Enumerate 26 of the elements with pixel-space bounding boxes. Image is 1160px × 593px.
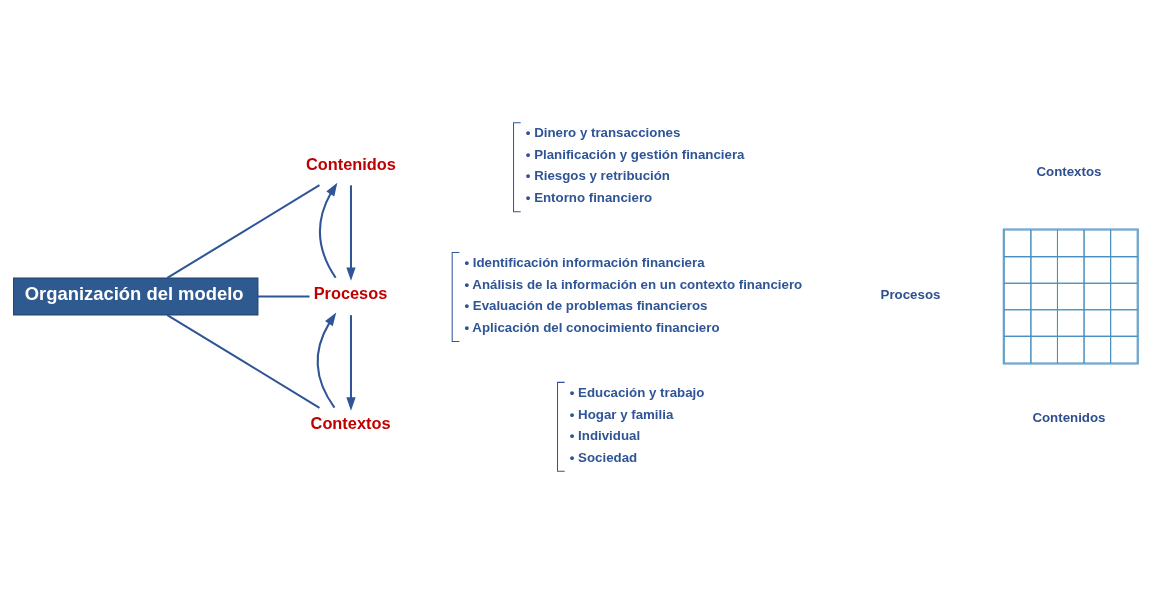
arrow xyxy=(316,312,337,409)
node-label: • Hogar y familia xyxy=(569,406,674,422)
node-text: Contenidos xyxy=(305,154,396,173)
arrow xyxy=(346,185,356,281)
node-box: Organización del modelo xyxy=(13,277,259,316)
arrow xyxy=(319,182,338,279)
node-label: • Aplicación del conocimiento financiero xyxy=(464,319,720,335)
arrow xyxy=(346,315,356,411)
node-text: Procesos xyxy=(313,284,388,303)
node-label: • Sociedad xyxy=(569,449,638,465)
node-label: • Análisis de la información en un contexto financiero xyxy=(464,276,803,292)
node-label: • Dinero y transacciones xyxy=(525,125,681,141)
connector xyxy=(166,184,320,279)
node-label: • Educación y trabajo xyxy=(569,385,705,401)
node-text: Contextos xyxy=(310,414,391,433)
connector xyxy=(166,314,320,409)
label: Contextos xyxy=(1036,164,1102,180)
node-label: • Entorno financiero xyxy=(525,189,653,205)
node-label: • Planificación y gestión financiera xyxy=(525,146,745,162)
node-label: • Individual xyxy=(569,428,641,444)
node-label: • Riesgos y retribución xyxy=(525,168,670,184)
connector xyxy=(258,295,310,298)
label: Procesos xyxy=(880,286,941,302)
node-label: • Identificación información financiera xyxy=(464,255,705,271)
node-label: • Evaluación de problemas financieros xyxy=(464,298,708,314)
label: Contenidos xyxy=(1032,409,1106,425)
